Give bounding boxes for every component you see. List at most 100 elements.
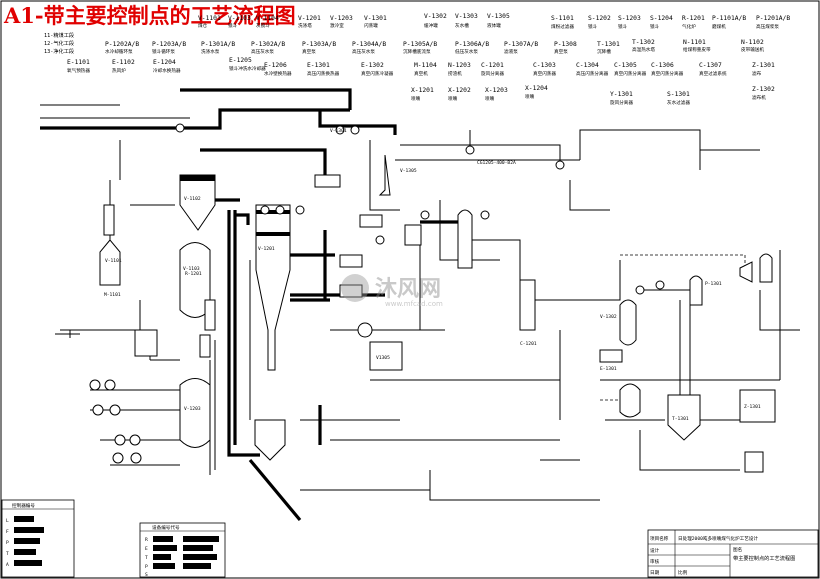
scrubber-tower <box>255 204 291 371</box>
equipment-tag: C-1303 <box>533 62 556 69</box>
equipment-tag: P-1202A/B <box>105 41 139 48</box>
equipment-tag: S-1101 <box>551 15 574 22</box>
equipment-name: 真空过滤系统 <box>699 70 727 77</box>
equipment-name: 滤布 <box>752 70 762 77</box>
equipment-tag: E-1206 <box>264 62 287 69</box>
equipment-name: 旋风分离器 <box>481 70 504 77</box>
equipment-name: 灰水过滤器 <box>667 99 690 106</box>
equipment-tag: X-1202 <box>448 87 471 94</box>
table-header: 设备编号代号 <box>152 524 180 531</box>
small-column <box>759 253 773 283</box>
pipe-label: CG1205-400-B2A <box>477 160 516 166</box>
instrument-bubble <box>129 434 141 446</box>
table-fill <box>14 527 44 533</box>
equipment-label: R-1201 <box>185 271 202 277</box>
legend-item: 11-精煤工段 <box>44 31 74 39</box>
equipment-label: V-1103 <box>183 266 200 272</box>
equipment-name: 锁斗 <box>228 22 238 29</box>
table-cell: A <box>6 562 9 568</box>
pipeline <box>569 180 610 211</box>
instrument-bubble <box>275 205 285 215</box>
equipment-name: 氧气预热器 <box>67 67 90 74</box>
equipment-name: 洗涤水泵 <box>201 48 220 55</box>
equipment-name: 捞渣机 <box>448 70 462 77</box>
equipment-tag: V-1303 <box>455 13 478 20</box>
equipment-tag: C-1304 <box>576 62 599 69</box>
secondary-pipelines <box>40 104 800 501</box>
equipment-tag: Y-1301 <box>610 91 633 98</box>
settler-vessel <box>254 419 286 461</box>
equipment-tag: E-1301 <box>307 62 330 69</box>
equipment-tag: S-1301 <box>667 91 690 98</box>
equipment-name: 真空闪蒸分离器 <box>614 70 647 77</box>
pipeline <box>318 110 397 135</box>
misc-labels: V-1301 V-1302 T-1301 Z-1301 V-1305 C-120… <box>105 128 761 422</box>
instrument-bubble <box>104 379 116 391</box>
equipment-tag: T-1302 <box>632 39 655 46</box>
pipeline <box>227 210 260 457</box>
equipment-tag: P-1101A/B <box>712 15 746 22</box>
equipment-name: 高压灰水泵 <box>251 48 274 55</box>
table-fill <box>14 538 40 544</box>
equipment-tag: N-1203 <box>448 62 471 69</box>
small-vessel <box>689 275 703 306</box>
equipment-name: 真空机 <box>414 70 428 77</box>
equipment-label: E-1301 <box>600 366 617 372</box>
hopper-top <box>180 175 215 181</box>
pipeline <box>470 144 561 160</box>
table-cell: L <box>6 518 9 524</box>
filter-tank <box>744 451 764 473</box>
table-cell: T <box>6 551 9 557</box>
separator-drum <box>404 224 422 246</box>
table-fill <box>153 545 177 551</box>
equipment-tag: Z-1302 <box>752 86 775 93</box>
equipment-tag: P-1301A/B <box>201 41 235 48</box>
instrument-bubble <box>350 125 360 135</box>
pipeline <box>400 130 471 146</box>
equipment-label: V-1302 <box>600 314 617 320</box>
table-cell: P <box>145 564 148 570</box>
table-cell: F <box>6 529 9 535</box>
pipeline <box>200 148 327 175</box>
instrument-bubble <box>465 145 475 155</box>
equipment-name: 闪蒸罐 <box>364 22 378 29</box>
equipment-name: 气化炉 <box>682 23 696 30</box>
equipment-tag: P-1304A/B <box>352 41 386 48</box>
table-fill <box>14 560 42 566</box>
table-fill <box>153 554 171 560</box>
table-cell: R <box>145 537 148 543</box>
project-name: 日处理2000吨多喷嘴煤气化炉工艺设计 <box>678 535 758 542</box>
drawing-label: 图名 <box>733 546 742 553</box>
design-label: 设计 <box>650 547 660 554</box>
drawing-title: A1-带主要控制点的工艺流程图 <box>3 3 296 28</box>
table-frame <box>139 522 226 578</box>
equipment-name: 真空闪蒸器 <box>533 70 556 77</box>
pipeline <box>248 458 302 522</box>
table-fill <box>153 536 173 542</box>
equipment-tag: M-1104 <box>414 62 437 69</box>
table-cell: S <box>145 572 148 578</box>
equipment-label: V-1301 <box>330 128 347 134</box>
drawing-name: 带主要控制点的工艺流程图 <box>733 554 795 562</box>
equipment-code-table: 设备编号代号 R E T P S <box>139 522 226 578</box>
pipeline <box>520 260 621 301</box>
pipeline <box>236 213 250 225</box>
table-cell: E <box>145 546 148 552</box>
equipment-name: 真空泵 <box>554 48 568 55</box>
instrument-bubble <box>175 123 185 133</box>
equipment-list-row4: X-1201 喷嘴 X-1202 喷嘴 X-1203 喷嘴 X-1204 喷嘴 … <box>411 85 775 106</box>
equipment-tag: S-1204 <box>650 15 673 22</box>
equipment-label: V-1101 <box>105 258 122 264</box>
equipment-tag: C-1305 <box>614 62 637 69</box>
equipment-name: 真空闪蒸分离器 <box>651 70 684 77</box>
equipment-tag: V-1201 <box>298 15 321 22</box>
lock-hopper-small <box>134 329 158 357</box>
equipment-label: V-1102 <box>184 196 201 202</box>
equipment-tag: E-1102 <box>112 59 135 66</box>
equipment-tag: E-1101 <box>67 59 90 66</box>
flash-vessel <box>619 299 637 346</box>
equipment-name: 高温热水塔 <box>632 46 655 53</box>
vessel-mid <box>369 341 403 371</box>
instrument-bubble <box>109 404 121 416</box>
